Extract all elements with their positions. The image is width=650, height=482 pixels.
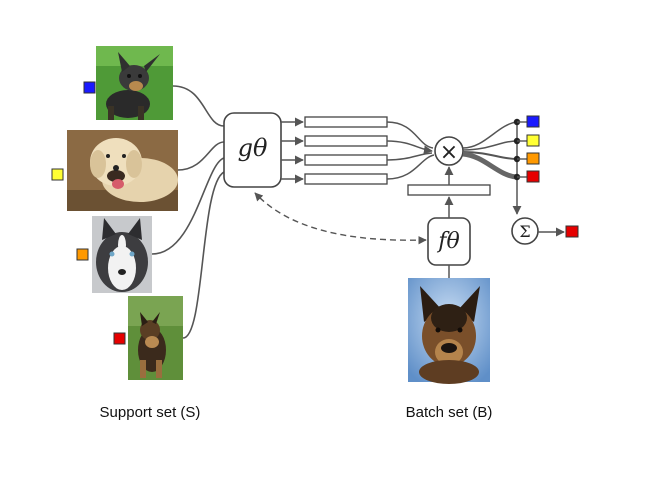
batch-set-caption: Batch set (B) (406, 404, 493, 421)
sum-symbol: Σ (519, 222, 530, 241)
output-nodes (513, 118, 527, 181)
support-embedding-4 (304, 173, 388, 185)
support-label-square-4 (113, 332, 126, 345)
output-square-3 (526, 152, 540, 165)
g-output-arrows (281, 117, 304, 184)
batch-image-german-shepherd (408, 278, 490, 384)
support-image-german-shepherd (128, 296, 183, 380)
sum-node (511, 217, 539, 245)
g-theta-box (223, 112, 282, 188)
support-label-square-3 (76, 248, 89, 261)
output-square-4 (526, 170, 540, 183)
support-embedding-3 (304, 154, 388, 166)
support-embedding-2 (304, 135, 388, 147)
support-embeddings (304, 116, 388, 185)
f-theta-label: fθ (436, 229, 459, 254)
batch-embedding (407, 184, 491, 196)
support-set-caption: Support set (S) (100, 404, 201, 421)
connector-3 (151, 157, 225, 255)
output-square-2 (526, 134, 540, 147)
connector-4 (182, 171, 225, 339)
connector-1 (172, 85, 225, 127)
g-theta-label: gθ (238, 134, 268, 162)
support-label-square-1 (83, 81, 96, 94)
prediction-square (565, 225, 579, 238)
support-image-chihuahua (96, 46, 173, 120)
embedding-to-multiply (386, 121, 435, 180)
shared-parameter-link (254, 192, 427, 245)
support-connectors (151, 85, 225, 339)
support-label-square-2 (51, 168, 64, 181)
support-embedding-1 (304, 116, 388, 128)
multiply-symbol: × (440, 140, 458, 165)
output-branches (462, 121, 518, 180)
support-image-labrador (67, 130, 178, 211)
output-square-1 (526, 115, 540, 128)
support-image-husky (92, 216, 152, 293)
connector-2 (177, 141, 225, 171)
